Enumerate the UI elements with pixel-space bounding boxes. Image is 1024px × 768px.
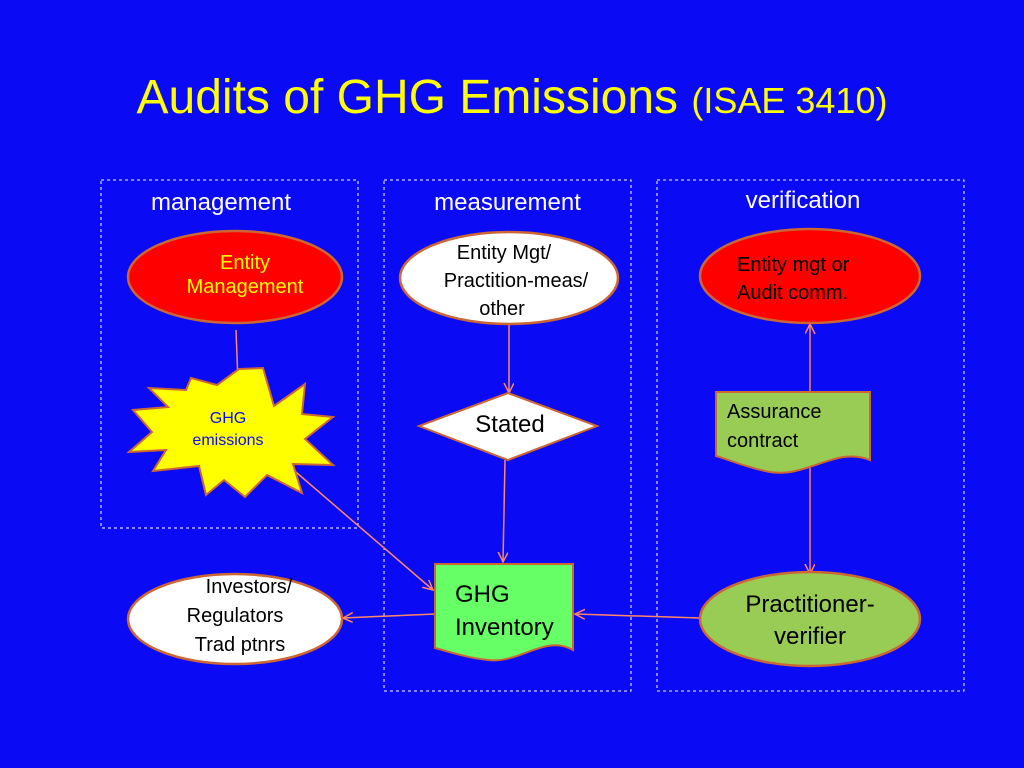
connector-inventory-to-investors: [343, 614, 436, 618]
entity-mgt-audit-label: Entity mgt or Audit comm.: [737, 251, 897, 307]
entity-management-label: Entity Management: [160, 251, 330, 299]
entity-mgt-meas-label: Entity Mgt/ Practition-meas/ other: [410, 239, 608, 323]
ghg-emissions-starburst: [126, 366, 336, 499]
entity-mgt-meas-ellipse: [398, 230, 620, 326]
entity-mgt-audit-ellipse: [698, 227, 922, 325]
title-sub: (ISAE 3410): [691, 80, 888, 121]
assurance-contract-line2: contract: [727, 430, 799, 452]
ghg-inventory-document: [434, 563, 574, 662]
assurance-contract-label: Assurance contract: [727, 398, 867, 456]
stated-label: Stated: [475, 411, 545, 438]
connector-emissions-to-inventory: [289, 466, 433, 590]
ghg-inventory-label: GHG Inventory: [455, 578, 575, 644]
practitioner-verifier-ellipse: [698, 570, 922, 668]
practitioner-verifier-label: Practitioner- verifier: [725, 589, 895, 653]
connector-practitioner-to-inventory: [575, 614, 701, 618]
panel-measurement: [383, 179, 632, 692]
ghg-emissions-line2: emissions: [192, 432, 264, 449]
stated-diamond: [416, 391, 600, 462]
entity-mgt-meas-line3: other: [479, 298, 525, 320]
entity-mgt-meas-line2: Practition-meas/: [443, 270, 589, 292]
ghg-emissions-label: GHG emissions: [168, 408, 288, 452]
entity-mgt-audit-line1: Entity mgt or: [737, 254, 850, 276]
entity-management-line1: Entity: [219, 252, 271, 274]
connector-stated-to-inventory: [503, 459, 505, 562]
assurance-contract-document: [715, 391, 871, 474]
investors-line1: Investors/: [205, 576, 293, 598]
panel-label-measurement: measurement: [434, 189, 581, 216]
entity-mgt-meas-line1: Entity Mgt/: [456, 242, 552, 264]
assurance-contract-line1: Assurance: [727, 401, 822, 423]
panel-label-management: management: [150, 189, 292, 216]
panel-label-verification: verification: [745, 187, 861, 214]
investors-line2: Regulators: [186, 605, 284, 627]
page-title: Audits of GHG Emissions (ISAE 3410): [0, 68, 1024, 131]
ghg-emissions-line1: GHG: [209, 410, 247, 427]
entity-management-ellipse: [126, 229, 344, 325]
practitioner-verifier-line2: verifier: [773, 623, 846, 650]
panel-management: [100, 179, 359, 529]
ghg-inventory-line2: Inventory: [455, 614, 554, 641]
entity-mgt-audit-line2: Audit comm.: [737, 282, 849, 304]
ghg-inventory-line1: GHG: [455, 581, 510, 608]
investors-ellipse: [126, 572, 344, 666]
investors-line3: Trad ptnrs: [194, 634, 286, 656]
panel-verification: [656, 179, 965, 692]
title-main: Audits of GHG Emissions: [136, 71, 679, 124]
entity-management-line2: Management: [186, 276, 304, 298]
investors-label: Investors/ Regulators Trad ptnrs: [165, 573, 315, 660]
practitioner-verifier-line1: Practitioner-: [745, 591, 875, 618]
